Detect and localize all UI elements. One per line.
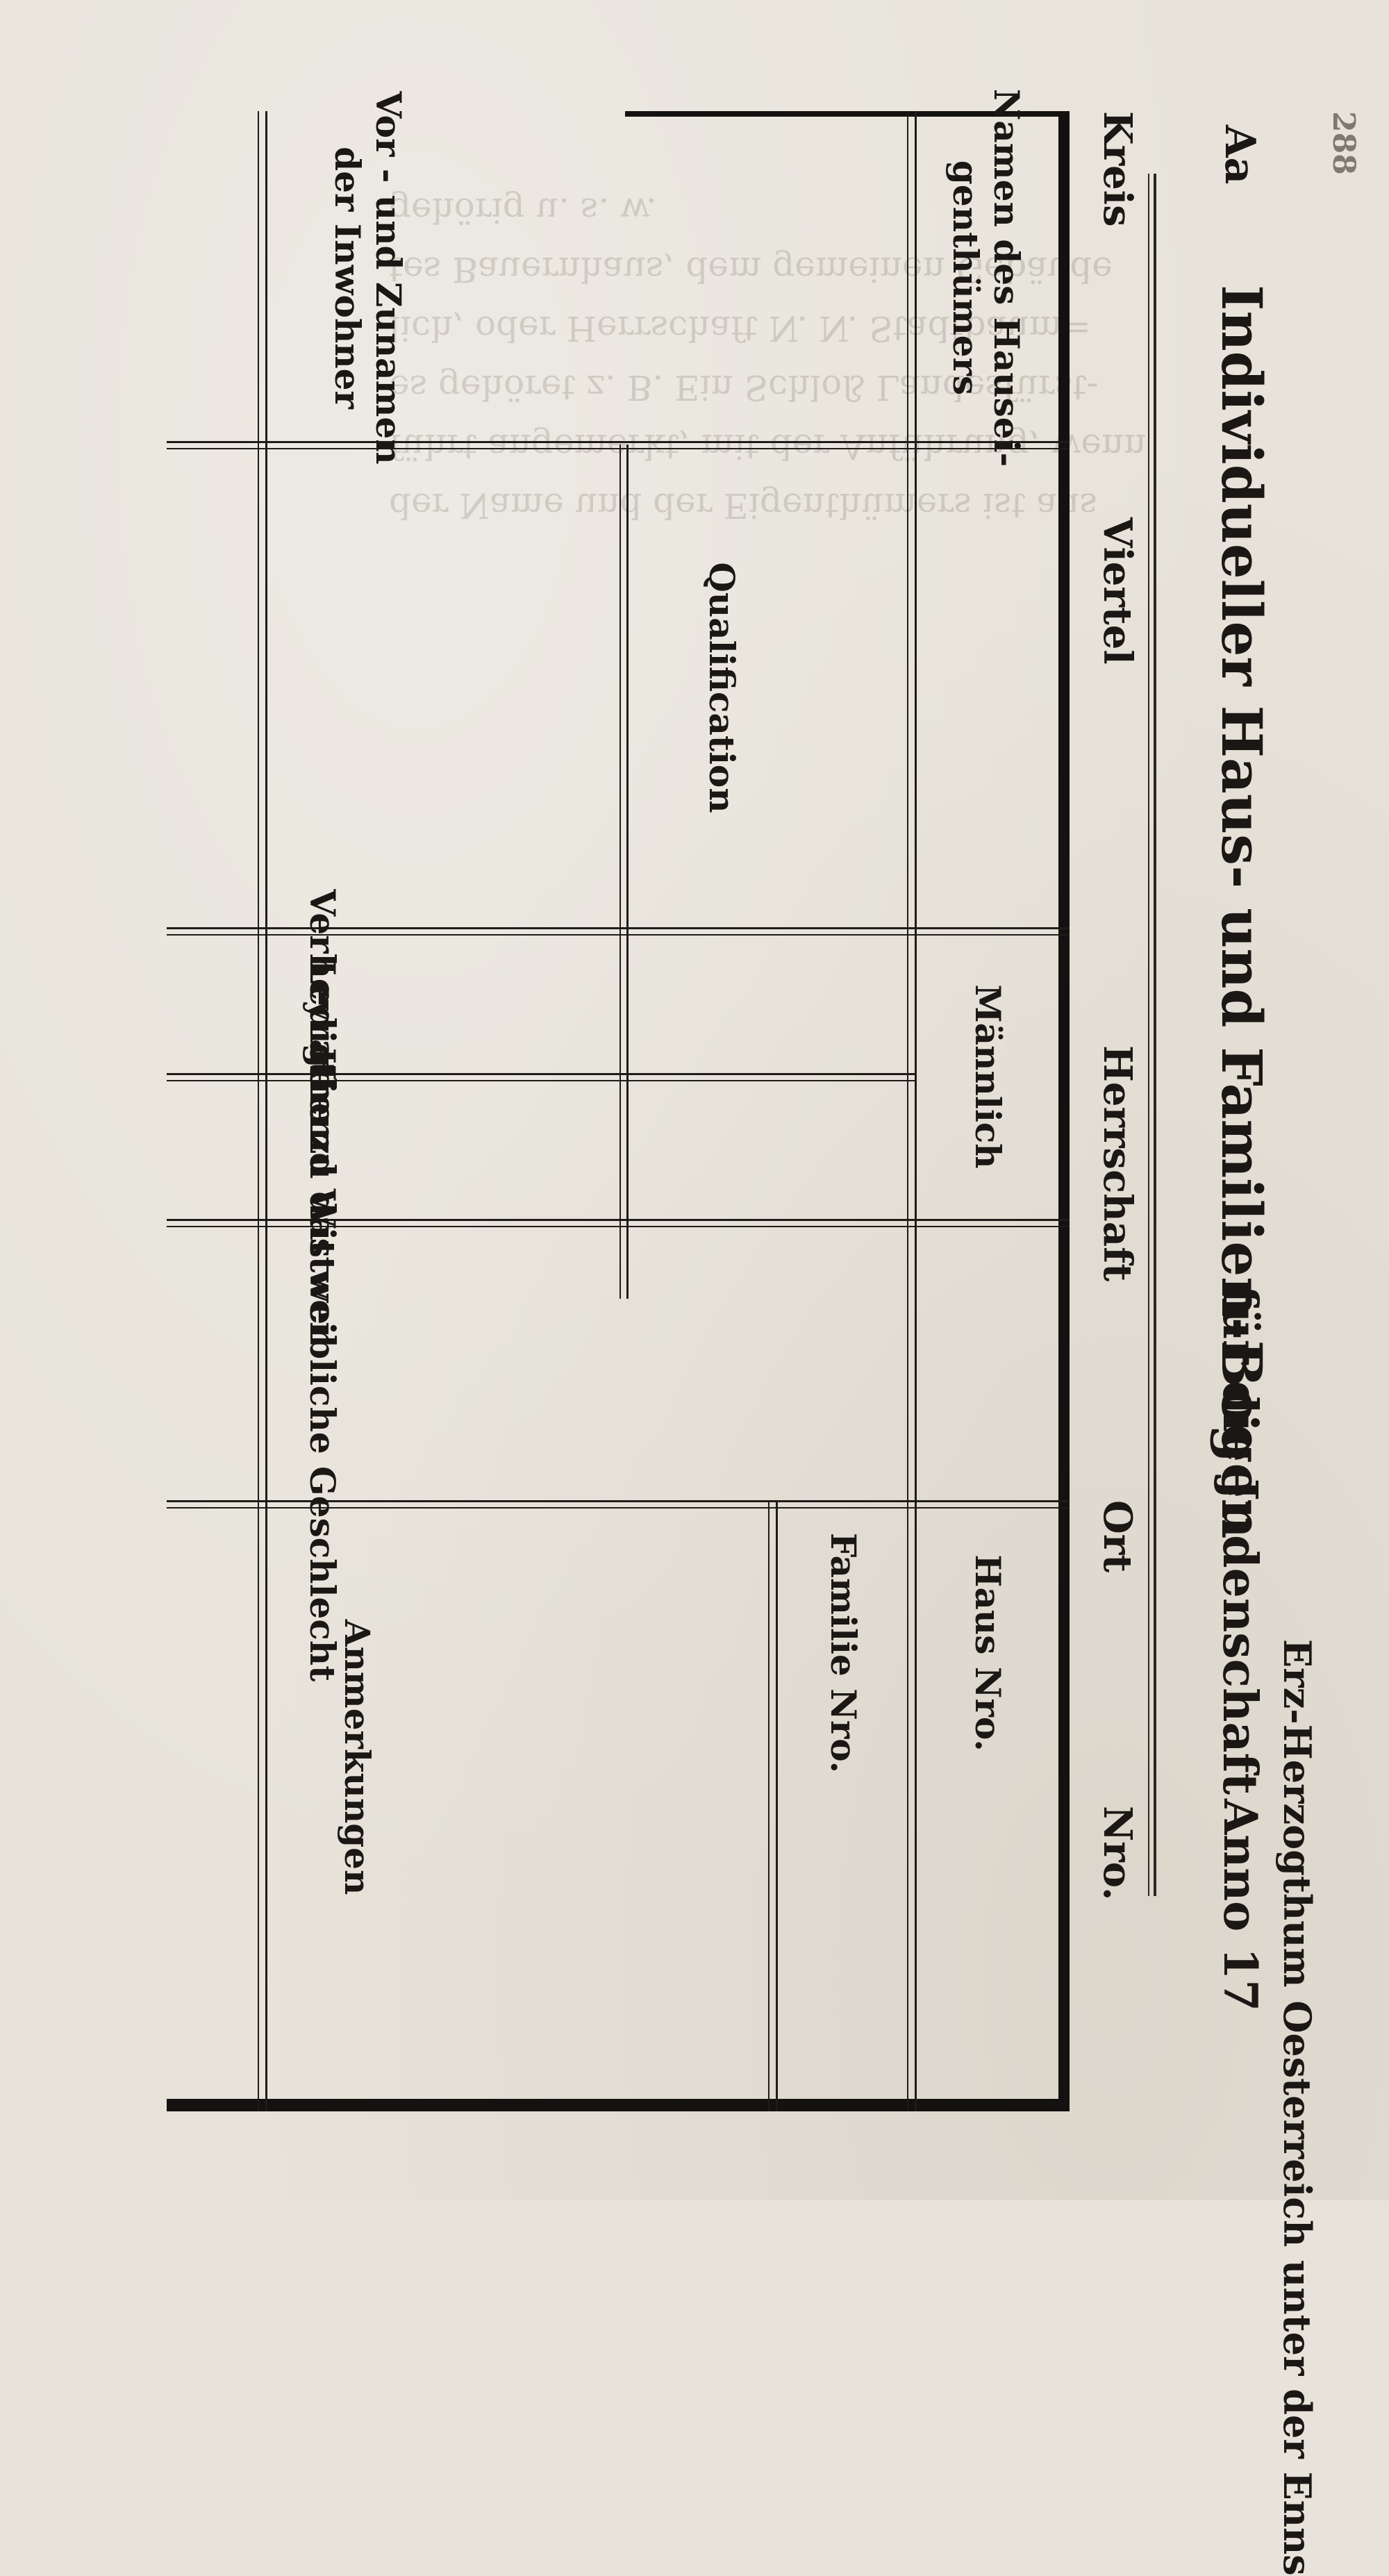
row-divider <box>915 965 917 2111</box>
row-divider <box>626 444 629 1299</box>
owner-name-line: Namen des Hausei- <box>986 88 1027 467</box>
header-rule <box>1154 174 1156 1896</box>
anmerkungen-label: Anmerkungen <box>337 1619 379 1895</box>
row-divider <box>258 111 259 2111</box>
familie-nro-header: Familie Nro. <box>781 1514 906 1792</box>
form-year-label: Anno 17 <box>1213 1799 1267 2012</box>
row-divider <box>265 111 267 2111</box>
row-divider <box>768 1500 770 2111</box>
form-subtitle: für die Judenschaft <box>1212 1285 1267 1795</box>
qualification-label: Qualification <box>701 562 743 813</box>
anmerkungen-header: Anmerkungen <box>271 1514 444 2000</box>
form-region-title: Erz-Herzogthum Oesterreich unter der Enn… <box>1275 1639 1320 2576</box>
maennlich-header: Männlich <box>920 938 1056 1215</box>
owner-name-header: Namen des Hausei- genthümers <box>917 89 1056 467</box>
row-divider <box>907 111 908 2111</box>
household-form: 288 Aa Erz-Herzogthum Oesterreich unter … <box>167 89 1361 2576</box>
frame-border <box>1058 111 1070 2111</box>
kreis-label: Kreis <box>1095 111 1140 227</box>
haus-nro-label: Haus Nro. <box>967 1554 1008 1752</box>
maennlich-label: Männlich <box>967 984 1008 1169</box>
inhabitant-name-line: der Inwohner <box>327 147 368 409</box>
ort-label: Ort <box>1095 1500 1140 1573</box>
nro-label: Nro. <box>1095 1806 1140 1901</box>
inhabitant-name-header: Vor - und Zunamen der Inwohner <box>278 91 458 464</box>
form-table: Namen des Hausei- genthümers Vor - und Z… <box>167 89 1070 2111</box>
herrschaft-label: Herrschaft <box>1095 1045 1140 1282</box>
header-rule <box>1148 174 1149 1896</box>
frame-border <box>167 2099 1070 2111</box>
viertel-label: Viertel <box>1095 517 1140 665</box>
page-number: 288 <box>1326 111 1361 175</box>
haus-nro-header: Haus Nro. <box>920 1514 1056 1792</box>
owner-name-line: genthümers <box>945 160 986 396</box>
qualification-header: Qualification <box>653 451 792 924</box>
inhabitant-name-line: Vor - und Zunamen <box>368 91 409 465</box>
page-background <box>0 0 1389 2200</box>
col-divider <box>167 448 1070 449</box>
row-divider <box>776 1500 778 2111</box>
form-prefix: Aa <box>1215 125 1264 185</box>
weiblich-header: Hierzu das weibliche Geschlecht <box>271 1048 375 1681</box>
row-divider <box>619 444 621 1299</box>
col-divider <box>167 1080 917 1081</box>
familie-nro-label: Familie Nro. <box>823 1532 865 1774</box>
col-divider <box>167 441 1070 443</box>
